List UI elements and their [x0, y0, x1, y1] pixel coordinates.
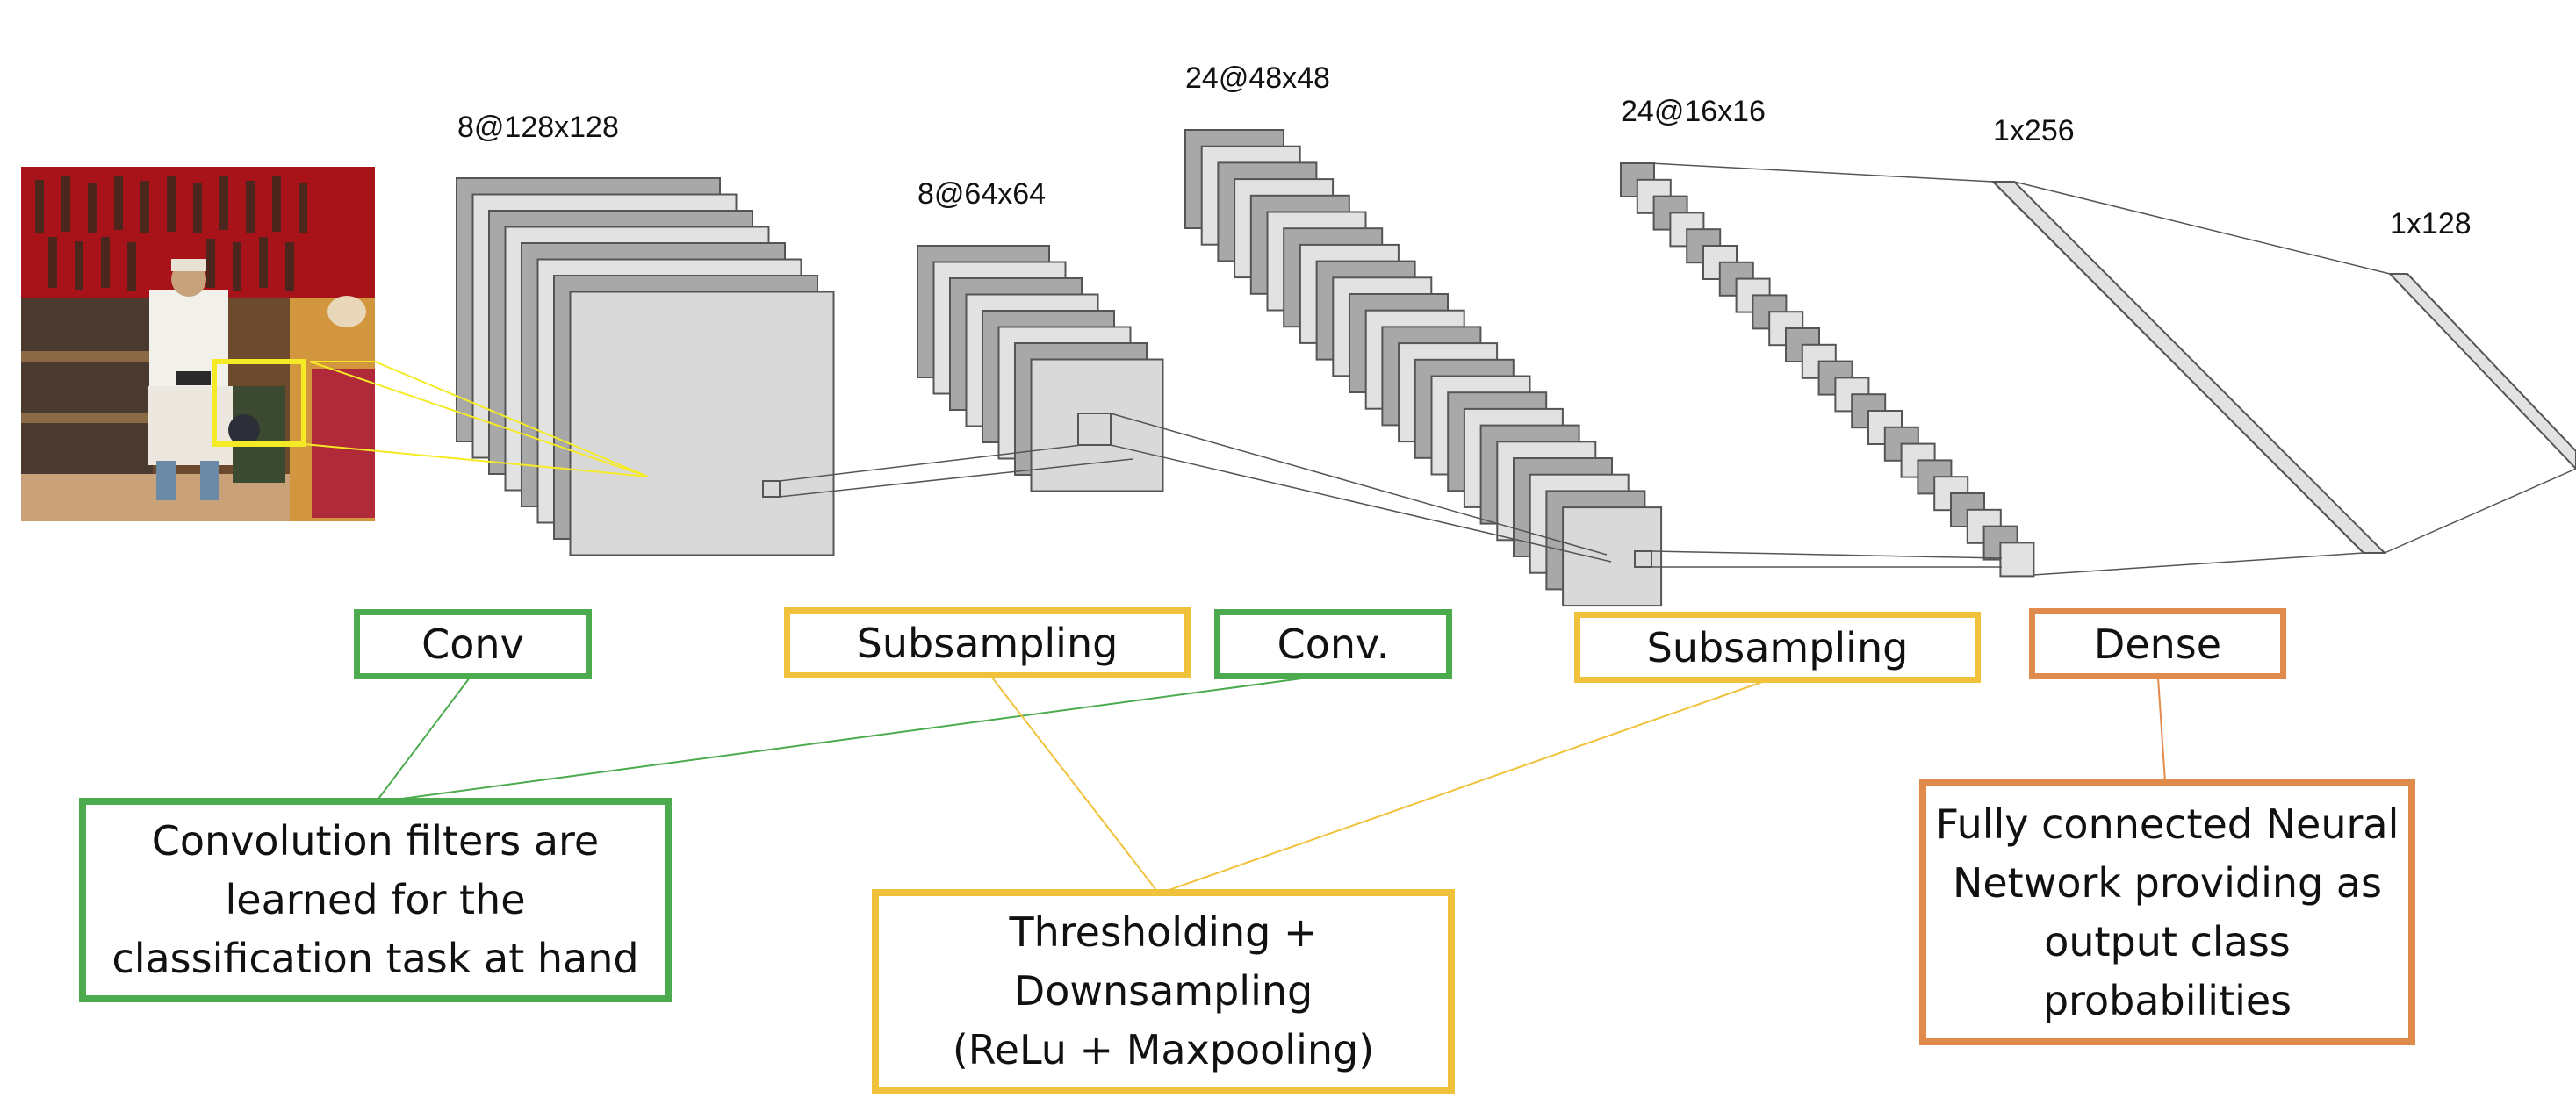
- conv1-connector: [375, 677, 471, 803]
- layer2-receptive-field: [1077, 413, 1112, 446]
- input-projection-lower: [303, 443, 649, 477]
- layer3-feature-map: [1562, 506, 1663, 607]
- layer2-projection-lower: [1110, 444, 1612, 563]
- conv2-stage-box: Conv.: [1214, 609, 1452, 679]
- layer4-stack: [1620, 162, 2035, 578]
- dense-note-line-3: output class: [2044, 917, 2291, 965]
- dense-1x256-edge: [1992, 181, 2364, 554]
- dense-dense-lower: [2384, 468, 2576, 554]
- conv-note-line-1: Convolution filters are: [151, 817, 600, 865]
- layer4-dense-lower: [2033, 552, 2364, 576]
- conv2-stage-label: Conv.: [1277, 621, 1390, 668]
- subsampling-note-line-2: Downsampling: [1013, 967, 1313, 1015]
- annotation-connectors: [375, 677, 2166, 894]
- layer-l3-dimension-label: 24@48x48: [1185, 61, 1330, 95]
- layer3-projection-upper: [1651, 550, 2003, 559]
- subsampling2-connector: [1158, 680, 1766, 894]
- layer1-feature-map: [569, 291, 835, 556]
- layer2-projection-upper: [1110, 413, 1608, 556]
- layer3-stack: [1184, 129, 1663, 607]
- conv2-connector: [375, 677, 1309, 803]
- conv1-stage-label: Conv: [421, 621, 524, 668]
- dense-stage-label: Dense: [2093, 620, 2222, 668]
- dense-1x128-vector: [2387, 273, 2576, 470]
- layer1-receptive-field: [762, 480, 781, 498]
- dense-note-line-4: probabilities: [2042, 976, 2292, 1024]
- dense-connector: [2157, 677, 2166, 783]
- layer4-dense-upper: [1650, 162, 1994, 183]
- subsampling-note-line-3: (ReLu + Maxpooling): [952, 1026, 1375, 1073]
- dense-stage-box: Dense: [2029, 608, 2286, 679]
- layer4-feature-map: [1999, 542, 2035, 578]
- input-projection: [309, 361, 649, 477]
- layer-l5-dimension-label: 1x256: [1993, 114, 2075, 147]
- dense-note-line-1: Fully connected Neural: [1935, 800, 2400, 848]
- layer2-feature-map: [1030, 358, 1164, 492]
- dense-1x256-vector: [1990, 181, 2387, 554]
- layer-l4-dimension-label: 24@16x16: [1621, 95, 1766, 128]
- conv-note-box: Convolution filters are learned for the …: [79, 798, 672, 1002]
- conv-note-line-2: learned for the: [225, 876, 526, 923]
- conv1-stage-box: Conv: [354, 609, 592, 679]
- layer-l1-dimension-label: 8@128x128: [457, 111, 619, 144]
- dense-dense-upper: [2013, 181, 2391, 275]
- subsampling-note-box: Thresholding + Downsampling (ReLu + Maxp…: [872, 889, 1455, 1094]
- subsampling-note-line-1: Thresholding +: [1009, 908, 1318, 956]
- subsampling1-stage-label: Subsampling: [856, 619, 1119, 667]
- dense-note-line-2: Network providing as: [1952, 858, 2383, 907]
- layer-l2-dimension-label: 8@64x64: [917, 177, 1046, 211]
- subsampling1-stage-box: Subsampling: [784, 607, 1191, 678]
- layer1-stack: [456, 177, 835, 556]
- layer3-receptive-field: [1634, 550, 1652, 568]
- layer1-projection-upper: [779, 444, 1083, 482]
- conv-note-line-3: classification task at hand: [112, 935, 639, 982]
- input-image: [21, 167, 375, 521]
- layer1-projection-lower: [779, 458, 1133, 498]
- subsampling2-stage-box: Subsampling: [1574, 612, 1981, 683]
- subsampling1-connector: [991, 677, 1160, 894]
- layer-l6-dimension-label: 1x128: [2390, 207, 2472, 240]
- dense-note-box: Fully connected Neural Network providing…: [1919, 779, 2415, 1045]
- layer2-stack: [917, 245, 1164, 492]
- subsampling2-stage-label: Subsampling: [1646, 623, 1909, 671]
